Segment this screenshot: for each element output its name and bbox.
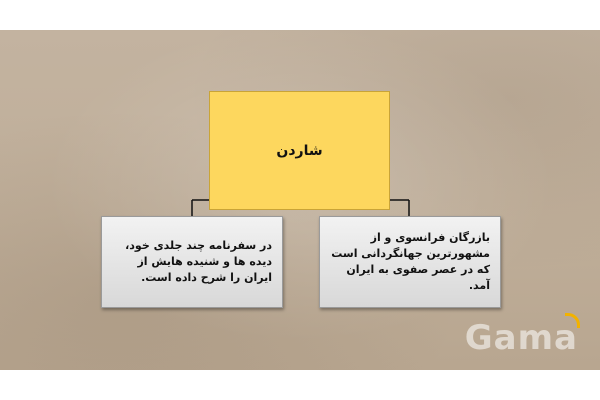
root-node-label: شاردن [276,142,323,159]
child-node-left: در سفرنامه چند جلدی خود، دیده ها و شنیده… [101,216,283,308]
slide: شاردن در سفرنامه چند جلدی خود، دیده ها و… [0,30,600,370]
child-node-left-text: در سفرنامه چند جلدی خود، دیده ها و شنیده… [125,239,272,284]
child-node-right-text: بازرگان فرانسوی و از مشهورترین جهانگردان… [331,231,490,292]
child-node-right: بازرگان فرانسوی و از مشهورترین جهانگردان… [319,216,501,308]
gama-logo: Gama [464,318,578,358]
root-node: شاردن [209,91,390,210]
logo-arc-icon [565,313,580,328]
